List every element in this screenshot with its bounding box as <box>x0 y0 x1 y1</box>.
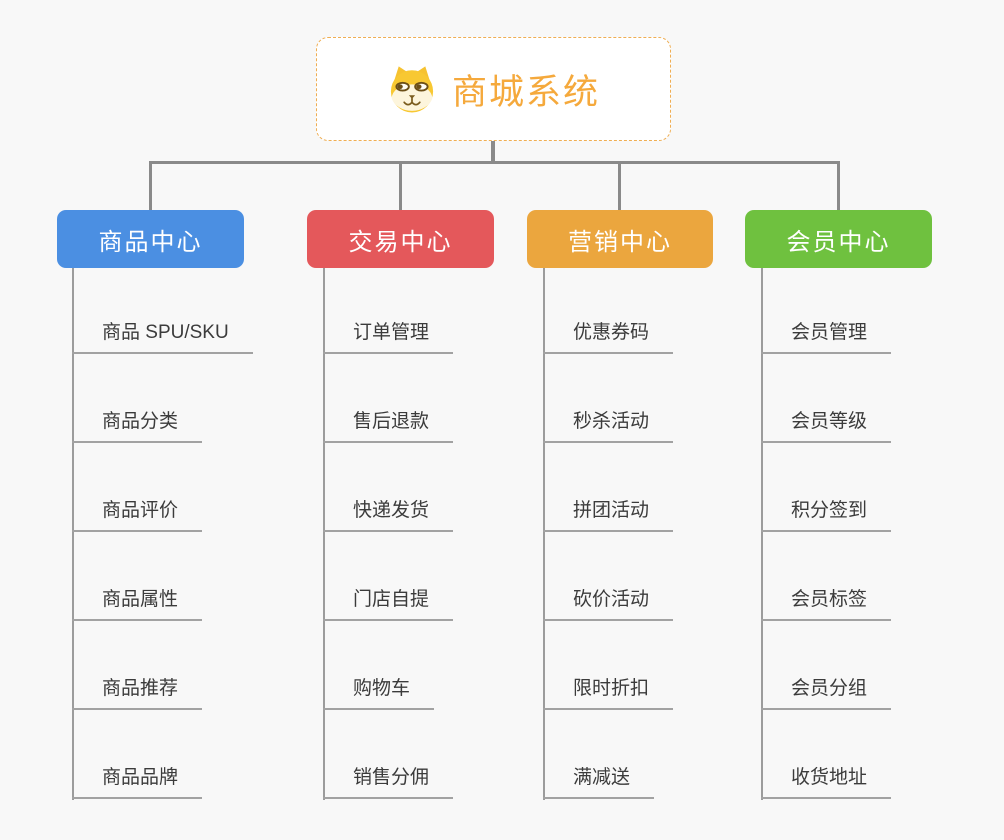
leaf-label[interactable]: 拼团活动 <box>543 495 674 532</box>
leaf-node: 满减送 <box>543 710 673 799</box>
branch-label: 会员中心 <box>786 228 891 256</box>
leaf-node: 商品 SPU/SKU <box>72 265 253 354</box>
leaf-node: 快递发货 <box>323 443 454 532</box>
leaf-label[interactable]: 积分签到 <box>761 495 892 532</box>
leaf-label[interactable]: 秒杀活动 <box>543 406 674 443</box>
leaf-label[interactable]: 商品推荐 <box>72 673 203 710</box>
leaf-label[interactable]: 商品评价 <box>72 495 203 532</box>
leaf-label[interactable]: 商品属性 <box>72 584 203 621</box>
leaf-column-member-center: 会员管理 会员等级 积分签到 会员标签 会员分组 收货地址 <box>761 265 892 799</box>
leaf-node: 会员等级 <box>761 354 892 443</box>
leaf-node: 售后退款 <box>323 354 454 443</box>
leaf-column-product-center: 商品 SPU/SKU 商品分类 商品评价 商品属性 商品推荐 商品品牌 <box>72 265 253 799</box>
leaf-label[interactable]: 门店自提 <box>323 584 454 621</box>
branch-marketing-center[interactable]: 营销中心 <box>527 210 713 268</box>
leaf-label[interactable]: 商品 SPU/SKU <box>72 317 253 354</box>
root-node-mall-system[interactable]: 商城系统 <box>316 37 671 141</box>
leaf-label[interactable]: 快递发货 <box>323 495 454 532</box>
branch-label: 交易中心 <box>348 228 453 256</box>
leaf-node: 门店自提 <box>323 532 454 621</box>
leaf-label[interactable]: 会员管理 <box>761 317 892 354</box>
connector-horizontal <box>149 161 840 164</box>
branch-label: 商品中心 <box>98 228 203 256</box>
leaf-label[interactable]: 收货地址 <box>761 762 892 799</box>
rail-product-center <box>72 268 74 800</box>
doge-icon <box>390 66 434 113</box>
connector-drop-3 <box>618 164 621 210</box>
rail-marketing-center <box>543 268 545 800</box>
leaf-node: 会员分组 <box>761 621 892 710</box>
leaf-label[interactable]: 砍价活动 <box>543 584 674 621</box>
connector-root-stub <box>491 141 495 164</box>
leaf-label[interactable]: 会员标签 <box>761 584 892 621</box>
leaf-node: 商品推荐 <box>72 621 253 710</box>
leaf-label[interactable]: 满减送 <box>543 762 655 799</box>
leaf-label[interactable]: 商品品牌 <box>72 762 203 799</box>
leaf-node: 会员管理 <box>761 265 892 354</box>
leaf-column-trade-center: 订单管理 售后退款 快递发货 门店自提 购物车 销售分佣 <box>323 265 454 799</box>
leaf-label[interactable]: 限时折扣 <box>543 673 674 710</box>
leaf-node: 商品属性 <box>72 532 253 621</box>
branch-trade-center[interactable]: 交易中心 <box>307 210 494 268</box>
leaf-node: 订单管理 <box>323 265 454 354</box>
leaf-column-marketing-center: 优惠券码 秒杀活动 拼团活动 砍价活动 限时折扣 满减送 <box>543 265 674 799</box>
leaf-node: 收货地址 <box>761 710 892 799</box>
leaf-node: 商品品牌 <box>72 710 253 799</box>
leaf-node: 砍价活动 <box>543 532 674 621</box>
rail-trade-center <box>323 268 325 800</box>
leaf-label[interactable]: 优惠券码 <box>543 317 674 354</box>
leaf-node: 优惠券码 <box>543 265 674 354</box>
leaf-label[interactable]: 会员等级 <box>761 406 892 443</box>
connector-drop-1 <box>149 164 152 210</box>
leaf-label[interactable]: 会员分组 <box>761 673 892 710</box>
leaf-label[interactable]: 商品分类 <box>72 406 203 443</box>
leaf-node: 商品评价 <box>72 443 253 532</box>
connector-drop-4 <box>837 164 840 210</box>
leaf-label[interactable]: 售后退款 <box>323 406 454 443</box>
leaf-node: 拼团活动 <box>543 443 674 532</box>
leaf-node: 销售分佣 <box>323 710 454 799</box>
rail-member-center <box>761 268 763 800</box>
leaf-label[interactable]: 销售分佣 <box>323 762 454 799</box>
leaf-node: 秒杀活动 <box>543 354 674 443</box>
leaf-node: 积分签到 <box>761 443 892 532</box>
branch-label: 营销中心 <box>568 228 672 256</box>
leaf-label[interactable]: 购物车 <box>323 673 435 710</box>
leaf-label[interactable]: 订单管理 <box>323 317 454 354</box>
leaf-node: 商品分类 <box>72 354 253 443</box>
branch-member-center[interactable]: 会员中心 <box>745 210 932 268</box>
branch-product-center[interactable]: 商品中心 <box>57 210 244 268</box>
connector-drop-2 <box>399 164 402 210</box>
leaf-node: 会员标签 <box>761 532 892 621</box>
root-title: 商城系统 <box>451 72 600 112</box>
leaf-node: 购物车 <box>323 621 453 710</box>
leaf-node: 限时折扣 <box>543 621 674 710</box>
